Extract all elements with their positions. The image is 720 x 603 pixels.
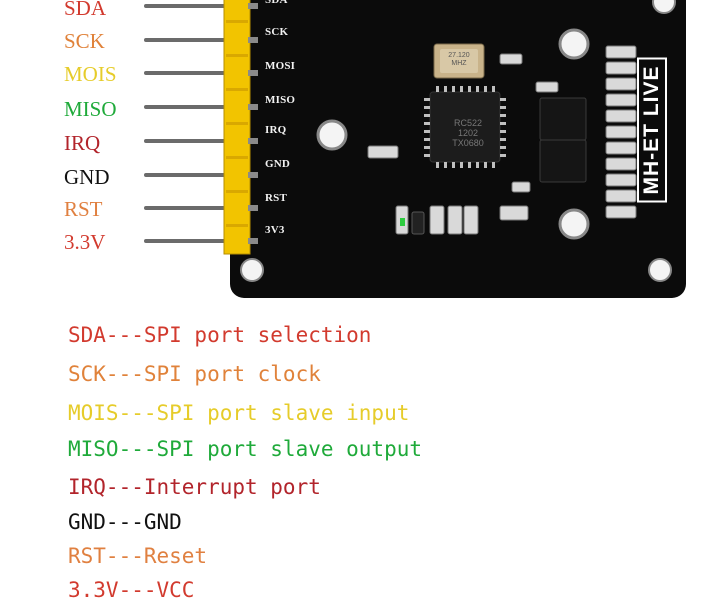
- pin-label-irq: IRQ: [64, 131, 101, 155]
- crystal-marking: 27.120 MHZ: [448, 52, 470, 67]
- mount-hole-icon: [558, 208, 590, 240]
- mount-hole-icon: [652, 0, 676, 14]
- pin-label-rst: RST: [64, 197, 103, 221]
- description-line: GND---GND: [68, 510, 182, 534]
- silk-label-irq: IRQ: [265, 124, 287, 136]
- inductor-component: [539, 97, 587, 141]
- silk-label-3v3: 3V3: [265, 224, 285, 236]
- pin-label-miso: MISO: [64, 97, 117, 121]
- silk-label-miso: MISO: [265, 94, 296, 106]
- description-line: SCK---SPI port clock: [68, 362, 321, 386]
- rc522-chip: [429, 91, 501, 163]
- description-line: MISO---SPI port slave output: [68, 437, 423, 461]
- mount-hole-icon: [240, 258, 264, 282]
- pin-label-sda: SDA: [64, 0, 107, 20]
- silk-label-sda: SDA: [265, 0, 288, 6]
- pin-header: [223, 0, 251, 255]
- mount-hole-icon: [558, 28, 590, 60]
- pin-label-sck: SCK: [64, 29, 105, 53]
- description-line: SDA---SPI port selection: [68, 323, 372, 347]
- description-line: IRQ---Interrupt port: [68, 475, 321, 499]
- description-line: 3.3V---VCC: [68, 578, 195, 602]
- description-line: MOIS---SPI port slave input: [68, 401, 410, 425]
- silk-label-gnd: GND: [265, 158, 291, 170]
- description-line: RST---Reset: [68, 544, 208, 568]
- mount-hole-icon: [316, 119, 348, 151]
- brand-logo: MH-ET LIVE: [622, 40, 682, 220]
- chip-marking: RC522 1202 TX0680: [452, 118, 484, 148]
- inductor-component: [539, 139, 587, 183]
- rfid-board-illustration: [144, 0, 686, 298]
- module-photo: 27.120 MHZ RC522 1202 TX0680 MH-ET LIVE …: [0, 0, 720, 300]
- silk-label-mosi: MOSI: [265, 60, 296, 72]
- mount-hole-icon: [648, 258, 672, 282]
- silk-label-rst: RST: [265, 192, 287, 204]
- pin-label-33v: 3.3V: [64, 230, 106, 254]
- silk-label-sck: SCK: [265, 26, 289, 38]
- pin-label-gnd: GND: [64, 165, 110, 189]
- pin-label-mois: MOIS: [64, 62, 117, 86]
